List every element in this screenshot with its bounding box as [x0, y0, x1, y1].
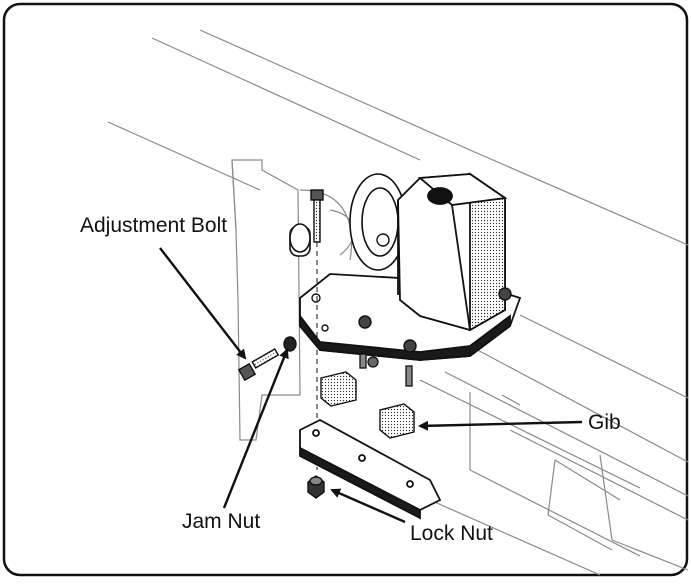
clamp-plate [299, 418, 442, 520]
gib-arrow [418, 420, 583, 431]
gib-blocks [320, 371, 415, 439]
label-jam-nut: Jam Nut [182, 510, 260, 533]
label-adjustment-bolt: Adjustment Bolt [80, 214, 227, 237]
machine-bed-outline [107, 29, 689, 576]
lock-nut-part [307, 475, 325, 499]
bracket-fasteners [311, 233, 512, 353]
callout-arrows [159, 247, 583, 524]
lock-nut-arrow [330, 488, 406, 524]
jam-nut-arrow [222, 348, 289, 509]
jam-nut-part [283, 336, 297, 352]
mounting-bracket [299, 172, 522, 361]
adjustment-bolt-part [237, 347, 280, 382]
label-lock-nut: Lock Nut [410, 522, 493, 545]
bracket-studs [359, 353, 413, 387]
adjustment-bolt-arrow [159, 247, 247, 360]
label-gib: Gib [588, 411, 621, 434]
